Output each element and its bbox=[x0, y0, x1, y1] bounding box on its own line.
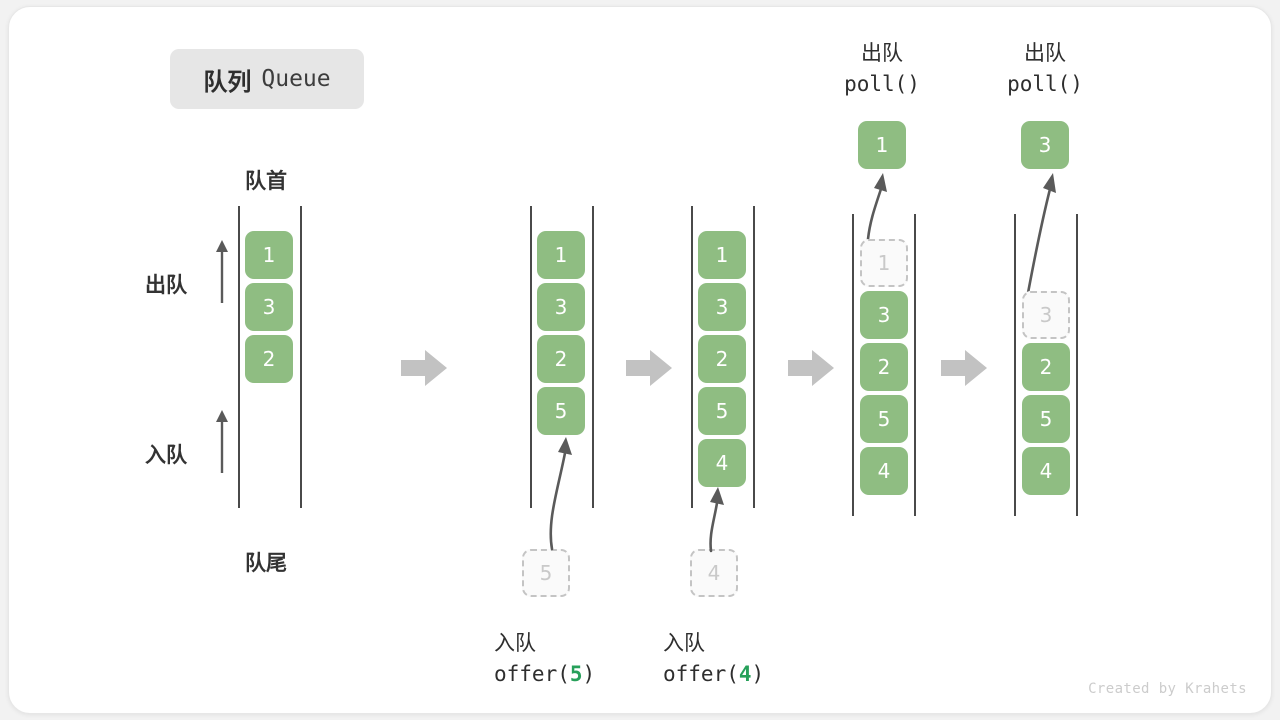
queue-cell: 1 bbox=[245, 231, 293, 279]
dequeue-direction-arrow-icon bbox=[216, 240, 228, 303]
queue-rail-right bbox=[300, 206, 302, 508]
dequeue-direction-label: 出队 bbox=[145, 273, 187, 297]
queue-rail-left bbox=[691, 206, 693, 508]
queue-cell: 5 bbox=[537, 387, 585, 435]
queue-cell: 2 bbox=[1022, 343, 1070, 391]
diagram-title-chip: 队列 Queue bbox=[170, 49, 364, 109]
enqueue-direction-arrow-icon bbox=[216, 410, 228, 473]
dequeue-header-cn: 出队 bbox=[1024, 41, 1066, 65]
queue-cell: 3 bbox=[537, 283, 585, 331]
queue-cell: 1 bbox=[698, 231, 746, 279]
caption-code-num: 5 bbox=[569, 662, 583, 686]
queue-cell: 3 bbox=[245, 283, 293, 331]
caption-code-num: 4 bbox=[738, 662, 752, 686]
caption-code-post: ) bbox=[751, 662, 765, 686]
caption-code-pre: offer( bbox=[663, 662, 739, 686]
queue-cell-ghost: 3 bbox=[1022, 291, 1070, 339]
enqueue-direction-label: 入队 bbox=[145, 443, 187, 467]
dequeue-header-code: poll() bbox=[844, 72, 920, 96]
dequeue-motion-arrow-icon bbox=[866, 173, 887, 241]
queue-rail-left bbox=[852, 214, 854, 516]
dequeue-motion-arrow-icon bbox=[1026, 173, 1056, 295]
caption-code-post: ) bbox=[582, 662, 596, 686]
dequeue-header-code: poll() bbox=[1007, 72, 1083, 96]
queue-rail-left bbox=[530, 206, 532, 508]
queue-cell: 5 bbox=[1022, 395, 1070, 443]
queue-cell: 5 bbox=[698, 387, 746, 435]
queue-cell-empty bbox=[1022, 239, 1070, 287]
queue-cell: 1 bbox=[537, 231, 585, 279]
queue-cell: 5 bbox=[860, 395, 908, 443]
diagram-title-cn: 队列 bbox=[203, 67, 252, 96]
queue-cell: 2 bbox=[537, 335, 585, 383]
dequeue-header-cn: 出队 bbox=[861, 41, 903, 65]
queue-rail-right bbox=[914, 214, 916, 516]
enqueue-motion-arrow-icon bbox=[709, 487, 724, 553]
queue-cell: 4 bbox=[698, 439, 746, 487]
queue-rail-right bbox=[1076, 214, 1078, 516]
queue-cell: 2 bbox=[698, 335, 746, 383]
enqueue-caption-code: offer(5) bbox=[494, 662, 674, 686]
step-arrow-icon bbox=[941, 350, 987, 386]
caption-code-pre: offer( bbox=[494, 662, 570, 686]
queue-rail-left bbox=[1014, 214, 1016, 516]
popped-cell: 1 bbox=[858, 121, 906, 169]
queue-cell: 2 bbox=[245, 335, 293, 383]
step-arrow-icon bbox=[401, 350, 447, 386]
diagram-stage: 队列 Queue 队首 队尾 出队 入队 1 3 2 1 3 2 5 5 入队 … bbox=[9, 7, 1271, 713]
queue-rail-left bbox=[238, 206, 240, 508]
step-arrow-icon bbox=[788, 350, 834, 386]
diagram-card: 队列 Queue 队首 队尾 出队 入队 1 3 2 1 3 2 5 5 入队 … bbox=[8, 6, 1272, 714]
step-arrow-icon bbox=[626, 350, 672, 386]
incoming-ghost-cell: 5 bbox=[522, 549, 570, 597]
enqueue-caption-cn: 入队 bbox=[494, 631, 536, 655]
queue-rail-right bbox=[753, 206, 755, 508]
queue-cell: 3 bbox=[860, 291, 908, 339]
enqueue-caption-cn: 入队 bbox=[663, 631, 705, 655]
credit-text: Created by Krahets bbox=[1088, 681, 1247, 697]
queue-rail-right bbox=[592, 206, 594, 508]
queue-cell: 4 bbox=[860, 447, 908, 495]
incoming-ghost-cell: 4 bbox=[690, 549, 738, 597]
queue-front-label: 队首 bbox=[245, 169, 287, 193]
queue-cell: 3 bbox=[698, 283, 746, 331]
queue-cell: 4 bbox=[1022, 447, 1070, 495]
enqueue-caption-code: offer(4) bbox=[663, 662, 843, 686]
diagram-title-en: Queue bbox=[261, 66, 331, 92]
enqueue-motion-arrow-icon bbox=[549, 437, 572, 551]
queue-cell: 2 bbox=[860, 343, 908, 391]
queue-rear-label: 队尾 bbox=[245, 551, 287, 575]
queue-cell-ghost: 1 bbox=[860, 239, 908, 287]
popped-cell: 3 bbox=[1021, 121, 1069, 169]
